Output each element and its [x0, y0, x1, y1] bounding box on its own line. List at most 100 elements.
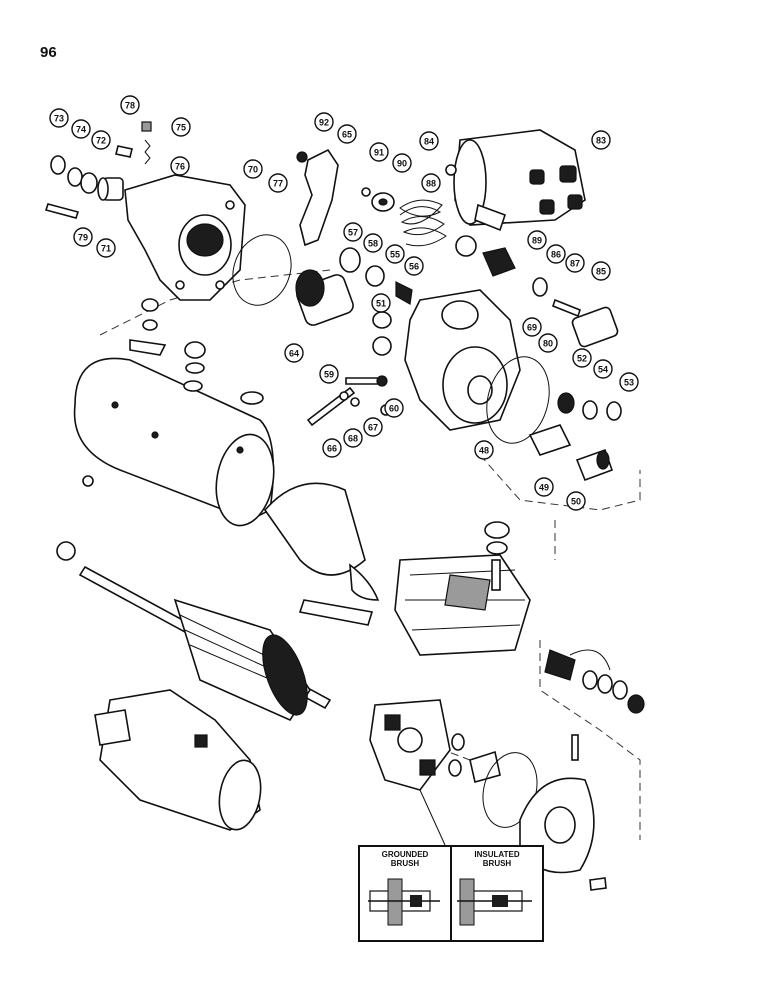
- callout-number: 52: [577, 354, 587, 364]
- callout-number: 60: [389, 404, 399, 414]
- callout-76: 76: [170, 156, 190, 176]
- callout-85: 85: [591, 261, 611, 281]
- callout-number: 90: [397, 159, 407, 169]
- callout-number: 50: [571, 497, 581, 507]
- nose-housing: [124, 174, 246, 301]
- callout-number: 65: [342, 130, 352, 140]
- solenoid: [445, 129, 586, 232]
- callout-number: 89: [532, 236, 542, 246]
- callout-number: 64: [289, 349, 299, 359]
- callout-48: 48: [474, 440, 494, 460]
- callout-91: 91: [369, 142, 389, 162]
- callout-53: 53: [619, 372, 639, 392]
- shift-lever: [296, 148, 395, 247]
- callout-57: 57: [343, 222, 363, 242]
- callout-92: 92: [314, 112, 334, 132]
- callout-number: 75: [176, 123, 186, 133]
- terminal-stud: [544, 649, 645, 714]
- callout-number: 53: [624, 378, 634, 388]
- callout-83: 83: [591, 130, 611, 150]
- motor-frame: [73, 357, 380, 626]
- callout-66: 66: [322, 438, 342, 458]
- callout-69: 69: [522, 317, 542, 337]
- callout-79: 79: [73, 227, 93, 247]
- bushings: [528, 392, 622, 482]
- callout-78: 78: [120, 95, 140, 115]
- grounded-brush-illustration: [368, 878, 440, 926]
- callout-number: 51: [376, 299, 386, 309]
- callout-number: 66: [327, 444, 337, 454]
- callout-number: 55: [390, 250, 400, 260]
- callout-89: 89: [527, 230, 547, 250]
- callout-number: 57: [348, 228, 358, 238]
- callout-88: 88: [421, 173, 441, 193]
- callout-80: 80: [538, 333, 558, 353]
- callout-number: 54: [598, 365, 608, 375]
- callout-number: 74: [76, 125, 86, 135]
- small-parts-upper-left: [44, 121, 152, 219]
- callout-number: 79: [78, 233, 88, 243]
- callout-number: 83: [596, 136, 606, 146]
- callout-52: 52: [572, 348, 592, 368]
- callout-number: 71: [101, 244, 111, 254]
- callout-59: 59: [319, 364, 339, 384]
- callout-number: 70: [248, 165, 258, 175]
- callout-60: 60: [384, 398, 404, 418]
- callout-number: 80: [543, 339, 553, 349]
- drive-housing: [404, 289, 521, 431]
- callout-number: 68: [348, 434, 358, 444]
- callout-70: 70: [243, 159, 263, 179]
- callout-90: 90: [392, 153, 412, 173]
- callout-number: 88: [426, 179, 436, 189]
- callout-number: 58: [368, 239, 378, 249]
- callout-77: 77: [268, 173, 288, 193]
- callout-49: 49: [534, 477, 554, 497]
- callout-50: 50: [566, 491, 586, 511]
- callout-number: 69: [527, 323, 537, 333]
- callout-number: 78: [125, 101, 135, 111]
- callout-number: 85: [596, 267, 606, 277]
- callout-65: 65: [337, 124, 357, 144]
- armature: [56, 541, 332, 722]
- drive-pinion: [295, 247, 413, 356]
- callout-86: 86: [546, 244, 566, 264]
- insulated-brush-illustration: [457, 878, 532, 926]
- inset-leader: [419, 789, 446, 846]
- callout-number: 87: [570, 259, 580, 269]
- housing-o-ring: [232, 234, 292, 306]
- callout-73: 73: [49, 108, 69, 128]
- callout-number: 86: [551, 250, 561, 260]
- assembled-starter-view: [94, 689, 262, 831]
- callout-number: 84: [424, 137, 434, 147]
- callout-84: 84: [419, 131, 439, 151]
- grounded-brush-panel: GROUNDED BRUSH: [360, 847, 450, 940]
- callout-number: 73: [54, 114, 64, 124]
- callout-64: 64: [284, 343, 304, 363]
- callout-68: 68: [343, 428, 363, 448]
- callout-72: 72: [91, 130, 111, 150]
- callout-number: 77: [273, 179, 283, 189]
- callout-87: 87: [565, 253, 585, 273]
- insulated-brush-panel: INSULATED BRUSH: [450, 847, 542, 940]
- brush-detail-inset: GROUNDED BRUSH INSULATED BRUSH: [358, 845, 544, 942]
- callout-number: 76: [175, 162, 185, 172]
- insulated-brush-label: INSULATED BRUSH: [474, 850, 520, 868]
- plunger-spring: [399, 199, 447, 247]
- callout-67: 67: [363, 417, 383, 437]
- callout-74: 74: [71, 119, 91, 139]
- callout-number: 59: [324, 370, 334, 380]
- callout-58: 58: [363, 233, 383, 253]
- callout-labels: 73 74 72 78 75 76 79 71 70 77 92 65 91 90 84 83 88 57 58 55…: [49, 95, 639, 511]
- field-coil-assembly: [394, 521, 531, 656]
- callout-number: 56: [409, 262, 419, 272]
- callout-51: 51: [371, 293, 391, 313]
- callout-number: 91: [374, 148, 384, 158]
- callout-number: 48: [479, 446, 489, 456]
- callout-56: 56: [404, 256, 424, 276]
- plunger-parts: [455, 235, 619, 348]
- frame-fasteners: [129, 298, 264, 405]
- callout-number: 49: [539, 483, 549, 493]
- callout-number: 92: [319, 118, 329, 128]
- callout-number: 72: [96, 136, 106, 146]
